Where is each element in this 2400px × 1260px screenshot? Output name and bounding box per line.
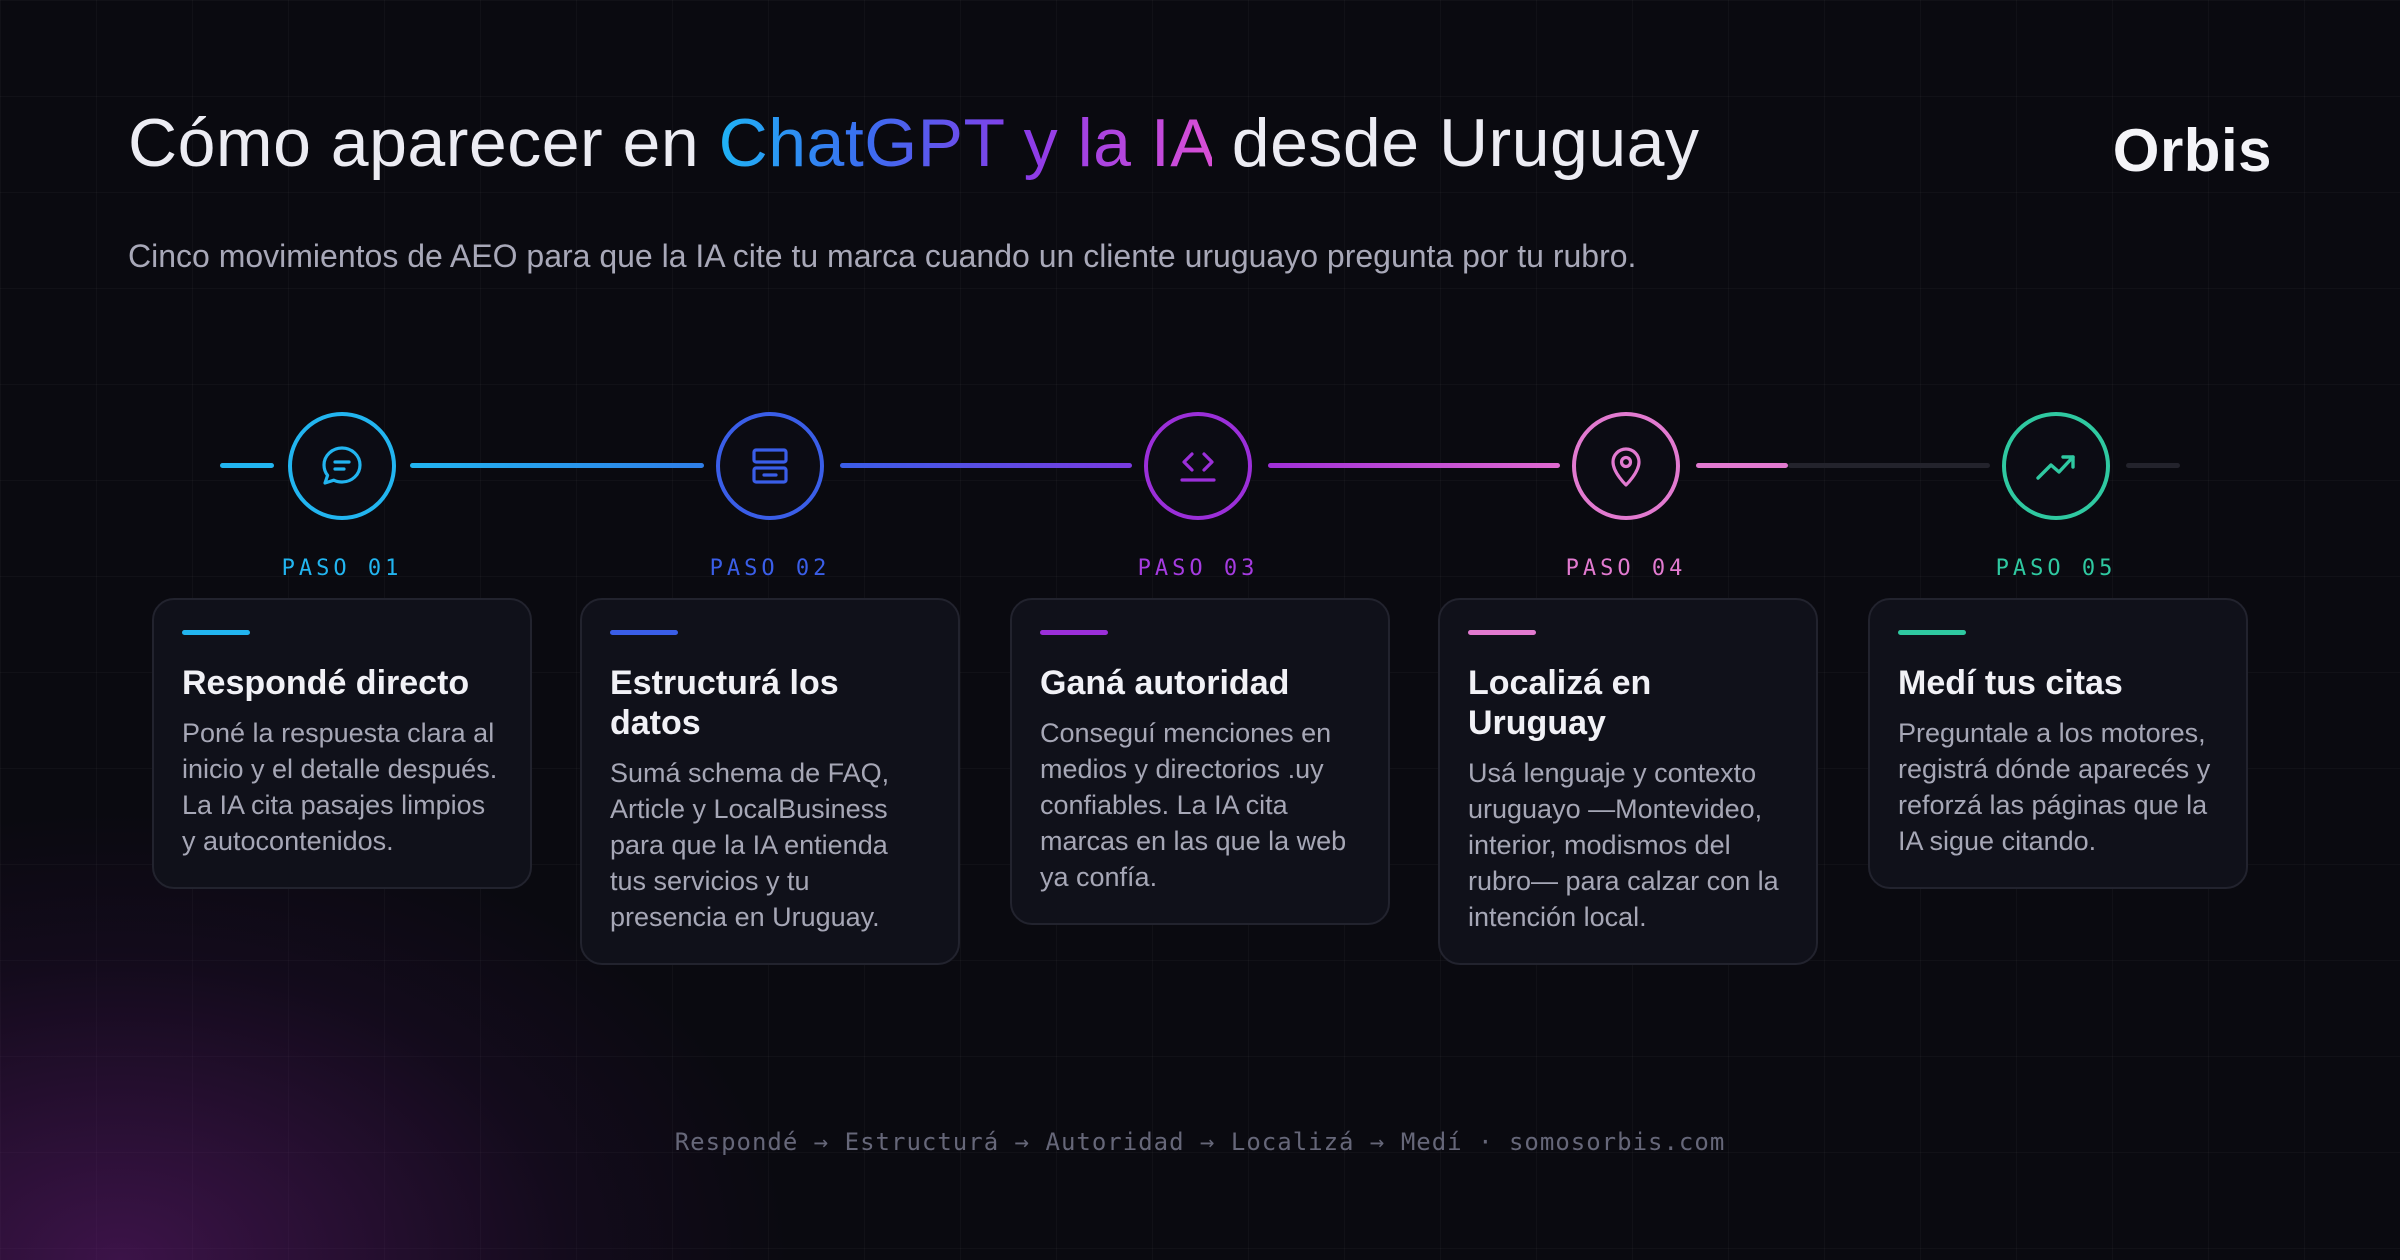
step-card-4: Localizá en Uruguay Usá lenguaje y conte… [1438,598,1818,965]
timeline: PASO 01 PASO 02 PASO 03 PASO 04 PASO 05 [0,0,2400,600]
step-card-1: Respondé directo Poné la respuesta clara… [152,598,532,889]
timeline-segment [1268,463,1560,468]
card-title: Ganá autoridad [1040,664,1290,702]
step-card-5: Medí tus citas Preguntale a los motores,… [1868,598,2248,889]
title-after: desde Uruguay [1212,105,1700,181]
card-accent-bar [182,630,250,635]
timeline-segment [1696,463,1788,468]
title-accent: ChatGPT y la IA [718,105,1213,181]
step-node-5 [2002,412,2110,520]
step-label-3: PASO 03 [1137,556,1259,581]
timeline-segment [840,463,1132,468]
step-node-4 [1572,412,1680,520]
map-pin-icon [1611,447,1641,487]
step-node-2 [716,412,824,520]
database-icon [752,448,788,484]
footer-summary: Respondé → Estructurá → Autoridad → Loca… [674,1128,1726,1156]
timeline-segment-track [1788,463,1990,468]
step-label-4: PASO 04 [1565,556,1687,581]
timeline-segment-track [2126,463,2180,468]
card-body: Usá lenguaje y contexto uruguayo —Montev… [1468,758,1779,932]
timeline-segment [410,463,704,468]
card-accent-bar [1468,630,1536,635]
card-accent-bar [610,630,678,635]
page-subtitle: Cinco movimientos de AEO para que la IA … [128,238,1637,274]
card-body: Preguntale a los motores, registrá dónde… [1898,718,2211,856]
card-body: Poné la respuesta clara al inicio y el d… [182,718,498,856]
card-body: Sumá schema de FAQ, Article y LocalBusin… [610,758,890,932]
trending-up-icon [2036,455,2075,480]
code-icon [1180,452,1216,482]
card-body: Conseguí menciones en medios y directori… [1040,718,1347,892]
step-card-3: Ganá autoridad Conseguí menciones en med… [1010,598,1390,925]
step-label-5: PASO 05 [1995,556,2117,581]
card-title: Localizá en Uruguay [1468,664,1652,742]
card-title: Medí tus citas [1898,664,2123,702]
card-accent-bar [1898,630,1966,635]
title-before: Cómo aparecer en [128,105,719,181]
step-node-1 [288,412,396,520]
page-title: Cómo aparecer en ChatGPT y la IA desde U… [128,104,1699,182]
card-accent-bar [1040,630,1108,635]
step-node-3 [1144,412,1252,520]
brand-logo: Orbis [2112,117,2272,184]
card-title: Respondé directo [182,664,470,702]
card-title: Estructurá los datos [610,664,839,742]
step-label-1: PASO 01 [281,556,403,581]
step-card-2: Estructurá los datos Sumá schema de FAQ,… [580,598,960,965]
step-label-2: PASO 02 [709,556,831,581]
chat-bubble-icon [322,446,362,485]
timeline-segment [220,463,274,468]
